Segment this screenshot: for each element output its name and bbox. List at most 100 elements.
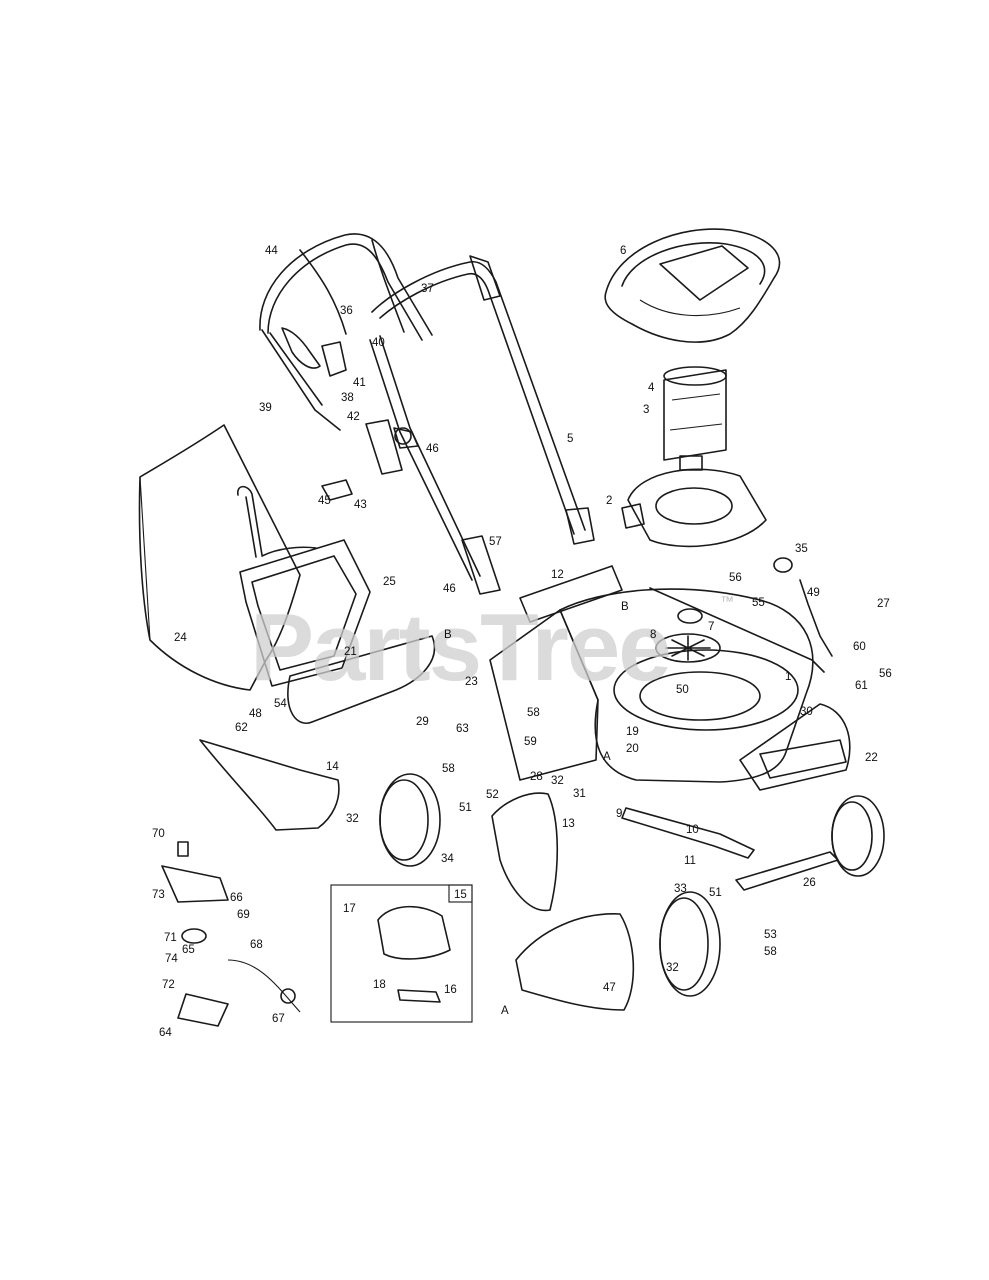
part-label-20[interactable]: 20 — [626, 743, 639, 755]
part-label-35[interactable]: 35 — [795, 543, 808, 555]
part-label-51[interactable]: 51 — [709, 887, 722, 899]
part-label-71[interactable]: 71 — [164, 932, 177, 944]
part-label-6[interactable]: 6 — [620, 245, 626, 257]
part-label-10[interactable]: 10 — [686, 824, 699, 836]
part-label-58[interactable]: 58 — [764, 946, 777, 958]
part-label-27[interactable]: 27 — [877, 598, 890, 610]
motor[interactable] — [663, 366, 727, 471]
part-label-4[interactable]: 4 — [648, 382, 655, 394]
part-label-69[interactable]: 69 — [237, 909, 250, 921]
part-label-50[interactable]: 50 — [676, 684, 689, 696]
wheel-rear-right[interactable] — [831, 795, 885, 877]
part-label-36[interactable]: 36 — [340, 305, 353, 317]
part-label-37[interactable]: 37 — [421, 283, 434, 295]
part-label-74[interactable]: 74 — [165, 953, 178, 965]
motor-cover[interactable] — [604, 228, 781, 343]
part-label-52[interactable]: 52 — [486, 789, 499, 801]
part-label-73[interactable]: 73 — [152, 889, 165, 901]
part-label-A[interactable]: A — [501, 1005, 509, 1017]
part-label-32[interactable]: 32 — [551, 775, 564, 787]
mower-deck[interactable] — [489, 565, 851, 791]
part-label-23[interactable]: 23 — [465, 676, 478, 688]
part-label-58[interactable]: 58 — [527, 707, 540, 719]
discharge-chute[interactable] — [287, 635, 436, 724]
part-label-42[interactable]: 42 — [347, 411, 360, 423]
part-label-31[interactable]: 31 — [573, 788, 586, 800]
part-label-49[interactable]: 49 — [807, 587, 820, 599]
part-label-56[interactable]: 56 — [879, 668, 892, 680]
part-label-11[interactable]: 11 — [684, 855, 696, 867]
part-label-45[interactable]: 45 — [318, 495, 331, 507]
grass-catcher-bag[interactable] — [138, 424, 301, 691]
part-label-59[interactable]: 59 — [524, 736, 537, 748]
blade-fan[interactable] — [655, 608, 721, 663]
blade[interactable] — [621, 807, 755, 859]
part-label-47[interactable]: 47 — [603, 982, 616, 994]
part-label-41[interactable]: 41 — [353, 377, 366, 389]
part-label-18[interactable]: 18 — [373, 979, 386, 991]
part-label-60[interactable]: 60 — [853, 641, 866, 653]
part-label-22[interactable]: 22 — [865, 752, 878, 764]
part-label-16[interactable]: 16 — [444, 984, 457, 996]
part-label-64[interactable]: 64 — [159, 1027, 172, 1039]
part-label-51[interactable]: 51 — [459, 802, 472, 814]
wheel-front[interactable] — [659, 891, 721, 997]
part-label-B[interactable]: B — [444, 629, 452, 641]
part-label-29[interactable]: 29 — [416, 716, 429, 728]
part-label-38[interactable]: 38 — [341, 392, 354, 404]
part-label-63[interactable]: 63 — [456, 723, 469, 735]
part-label-65[interactable]: 65 — [182, 944, 195, 956]
mulch-plug[interactable] — [491, 792, 635, 1011]
part-label-72[interactable]: 72 — [162, 979, 175, 991]
part-label-34[interactable]: 34 — [441, 853, 454, 865]
part-label-7[interactable]: 7 — [708, 621, 714, 633]
wheel-rear-left[interactable] — [379, 773, 441, 867]
part-label-53[interactable]: 53 — [764, 929, 777, 941]
part-label-28[interactable]: 28 — [530, 771, 543, 783]
height-rods[interactable] — [649, 557, 839, 891]
motor-mount[interactable] — [621, 468, 767, 548]
part-label-57[interactable]: 57 — [489, 536, 502, 548]
lower-handle[interactable] — [369, 255, 595, 581]
switch-box[interactable] — [161, 841, 301, 1027]
part-label-32[interactable]: 32 — [346, 813, 359, 825]
side-chute[interactable] — [199, 739, 340, 831]
part-label-61[interactable]: 61 — [855, 680, 868, 692]
part-label-67[interactable]: 67 — [272, 1013, 285, 1025]
part-label-46[interactable]: 46 — [443, 583, 456, 595]
part-label-26[interactable]: 26 — [803, 877, 816, 889]
part-label-54[interactable]: 54 — [274, 698, 287, 710]
catcher-frame[interactable] — [237, 485, 371, 687]
upper-handle[interactable] — [259, 233, 433, 431]
part-label-B[interactable]: B — [621, 601, 629, 613]
part-label-46[interactable]: 46 — [426, 443, 439, 455]
handle-bracket[interactable] — [321, 419, 501, 595]
part-label-25[interactable]: 25 — [383, 576, 396, 588]
part-label-30[interactable]: 30 — [800, 706, 813, 718]
part-label-55[interactable]: 55 — [752, 597, 765, 609]
part-label-32[interactable]: 32 — [666, 962, 679, 974]
part-label-39[interactable]: 39 — [259, 402, 272, 414]
part-label-40[interactable]: 40 — [372, 337, 385, 349]
part-label-33[interactable]: 33 — [674, 883, 687, 895]
part-label-9[interactable]: 9 — [616, 808, 622, 820]
part-label-19[interactable]: 19 — [626, 726, 639, 738]
part-label-48[interactable]: 48 — [249, 708, 262, 720]
part-label-66[interactable]: 66 — [230, 892, 243, 904]
part-label-1[interactable]: 1 — [785, 671, 791, 683]
part-label-14[interactable]: 14 — [326, 761, 339, 773]
part-label-17[interactable]: 17 — [343, 903, 356, 915]
part-label-12[interactable]: 12 — [551, 569, 564, 581]
part-label-56[interactable]: 56 — [729, 572, 742, 584]
part-label-21[interactable]: 21 — [344, 646, 357, 658]
part-label-58[interactable]: 58 — [442, 763, 455, 775]
part-label-A[interactable]: A — [603, 751, 611, 763]
part-label-43[interactable]: 43 — [354, 499, 367, 511]
part-label-3[interactable]: 3 — [643, 404, 649, 416]
part-label-24[interactable]: 24 — [174, 632, 187, 644]
part-label-44[interactable]: 44 — [265, 245, 278, 257]
part-label-70[interactable]: 70 — [152, 828, 165, 840]
part-label-62[interactable]: 62 — [235, 722, 248, 734]
part-label-2[interactable]: 2 — [606, 495, 612, 507]
part-label-8[interactable]: 8 — [650, 629, 656, 641]
